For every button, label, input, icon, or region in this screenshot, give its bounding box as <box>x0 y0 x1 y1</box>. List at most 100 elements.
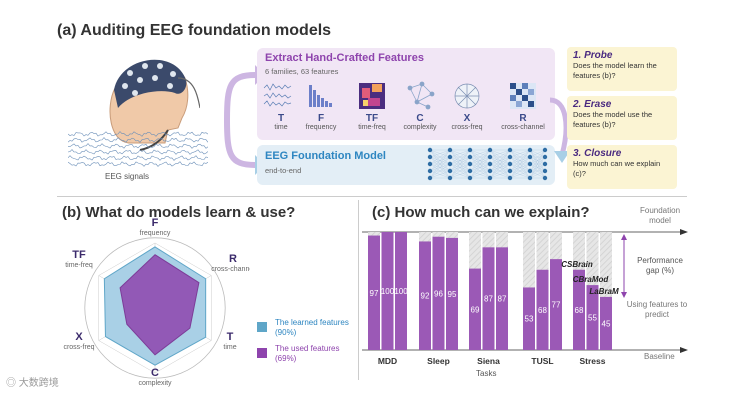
feature-family-labels: T time F frequency TF time-freq C comple… <box>262 113 557 138</box>
nn-edge <box>529 170 546 179</box>
nn-edge <box>489 149 511 158</box>
task-category-label: Siena <box>477 356 500 366</box>
nn-edge <box>469 149 491 179</box>
nn-edge <box>429 149 451 179</box>
nn-edge <box>449 149 471 158</box>
model-name-label: CSBrain <box>561 260 593 269</box>
family-letter: C <box>416 113 424 124</box>
legend-swatch-used <box>257 348 267 358</box>
eeg-channel-trace <box>68 149 208 155</box>
task-category-label: TUSL <box>531 356 553 366</box>
performance-gap-label: Performance gap (%) <box>637 256 683 275</box>
predict-label: Using features to predict <box>626 300 688 319</box>
bar-value-label: 68 <box>575 306 584 315</box>
nn-edge <box>529 163 546 179</box>
gap-arrow-head-bottom <box>621 292 627 298</box>
nn-edge <box>509 163 531 179</box>
nn-edge <box>529 149 546 158</box>
nn-node <box>427 161 433 167</box>
explained-bar <box>432 236 445 350</box>
bar-value-label: 96 <box>434 289 443 298</box>
nn-node <box>487 168 493 174</box>
nn-node <box>487 175 493 181</box>
nn-node <box>467 168 473 174</box>
feature-family-icons <box>263 81 536 110</box>
extract-box-title: Extract Hand-Crafted Features <box>265 52 424 64</box>
nn-edge <box>509 149 531 172</box>
nn-edge <box>509 170 531 179</box>
nn-node <box>527 175 533 181</box>
family-name: cross-channel <box>501 124 545 131</box>
nn-node <box>507 168 513 174</box>
radar-axis-letter: X <box>75 331 83 343</box>
step-title: 3. Closure <box>573 148 622 159</box>
explained-bar <box>395 232 407 350</box>
legend-swatch-learned <box>257 322 267 332</box>
nn-node <box>487 147 493 153</box>
nn-node <box>487 161 493 167</box>
family-complexity: C complexity <box>400 113 440 131</box>
watermark-logo: ◎ 大数跨境 <box>6 374 59 389</box>
tasks-axis-label: Tasks <box>476 369 497 378</box>
nn-edge <box>509 149 531 179</box>
model-box-subtitle: end-to-end <box>265 166 302 175</box>
cross-freq-icon <box>454 83 480 109</box>
nn-edge <box>509 149 531 165</box>
nn-edge <box>489 163 511 179</box>
family-name: time-freq <box>358 124 386 131</box>
radar-axis-name: cross-channel <box>211 266 250 273</box>
nn-edge <box>429 149 451 165</box>
vertical-divider <box>358 200 359 380</box>
nn-node <box>467 147 473 153</box>
nn-edge <box>449 149 471 165</box>
radar-axis-name: time <box>223 344 236 351</box>
radar-axis-name: cross-freq <box>63 344 94 351</box>
nn-edge <box>489 170 511 179</box>
legend-used: The used features (69%) <box>257 344 355 370</box>
nn-edge <box>489 156 511 179</box>
family-letter: R <box>519 113 527 124</box>
radar-chart: FfrequencyRcross-channelTtimeCcomplexity… <box>63 218 250 387</box>
bar-value-label: 95 <box>448 290 457 299</box>
radar-outer-ring <box>84 237 226 379</box>
radar-axis-letter: C <box>151 367 159 379</box>
nn-node <box>527 161 533 167</box>
nn-edge <box>449 149 471 179</box>
bar-value-label: 97 <box>370 289 379 298</box>
radar-legend: The learned features (90%) The used feat… <box>257 318 355 370</box>
nn-edge <box>509 156 531 179</box>
legend-learned: The learned features (90%) <box>257 318 355 344</box>
task-category-label: Stress <box>580 356 606 366</box>
nn-node <box>447 154 453 160</box>
nn-edge <box>489 149 511 172</box>
legend-label-used: The used features (69%) <box>275 344 340 363</box>
nn-edge <box>489 149 511 165</box>
panel-c-title: (c) How much can we explain? <box>372 204 590 221</box>
time-icon <box>263 83 292 107</box>
explained-bar <box>586 285 599 350</box>
used-features-area <box>119 254 200 356</box>
step-closure-box: 3. Closure How much can we explain (c)? <box>567 145 677 189</box>
watermark-icon: ◎ <box>6 378 16 389</box>
radar-axis-name: frequency <box>140 230 171 237</box>
explained-bar <box>496 247 508 350</box>
radar-axis-name: time-freq <box>65 262 93 269</box>
family-letter: X <box>463 113 471 124</box>
nn-edge <box>469 156 491 179</box>
nn-edge <box>449 163 471 179</box>
nn-edge <box>489 149 511 179</box>
nn-node <box>447 147 453 153</box>
nn-node <box>467 175 473 181</box>
nn-node <box>467 161 473 167</box>
step-title: 2. Erase <box>573 99 612 110</box>
complexity-icon <box>407 81 435 110</box>
nn-node <box>427 154 433 160</box>
nn-node <box>507 147 513 153</box>
step-erase-box: 2. Erase Does the model use the features… <box>567 96 677 140</box>
eeg-channel-trace <box>68 143 208 149</box>
frequency-icon <box>309 85 332 107</box>
gap-arrow-head-top <box>621 234 627 240</box>
step-text: Does the model use the features (b)? <box>573 110 653 129</box>
bar-value-label: 100 <box>394 287 408 296</box>
bar-value-label: 69 <box>471 305 480 314</box>
